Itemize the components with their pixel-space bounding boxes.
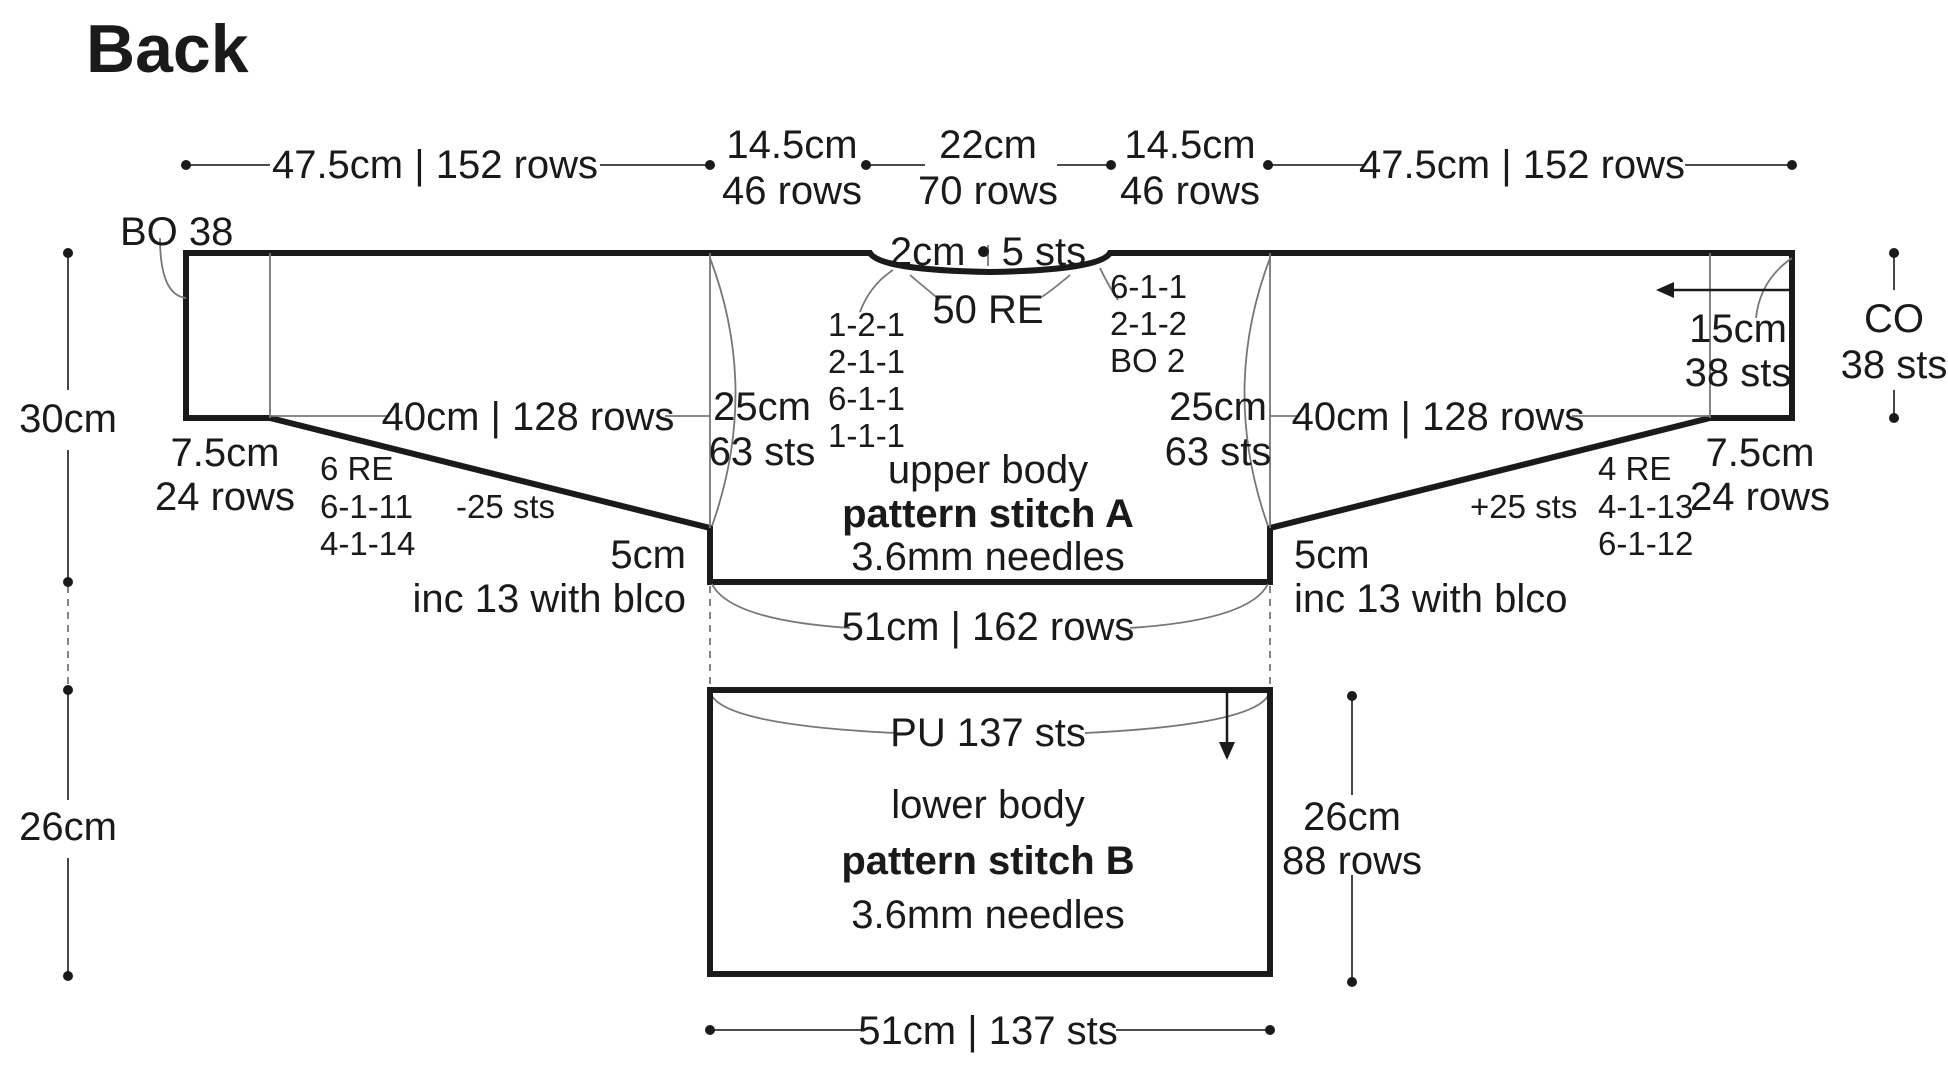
- left-sleeve-shaping-step: 4-1-14: [320, 525, 415, 562]
- right-shoulder-rows-label: 46 rows: [1120, 169, 1260, 213]
- upper-body-outline: [183, 250, 1795, 585]
- upper-body-width-label: 51cm | 162 rows: [842, 605, 1135, 649]
- neck-left-decrease: 6-1-1: [828, 380, 905, 417]
- right-shoulder-cm-label: 14.5cm: [1124, 123, 1255, 167]
- guide-lines: [159, 237, 1793, 734]
- knit-direction-arrow-right: [1656, 282, 1792, 298]
- pick-up-label: PU 137 sts: [890, 711, 1086, 755]
- knit-direction-arrow-down: [1219, 692, 1235, 760]
- right-sleeve-shaping-step: 4 RE: [1598, 450, 1671, 487]
- lower-body-stitch-label: pattern stitch B: [841, 839, 1134, 883]
- lower-body-needles-label: 3.6mm needles: [851, 893, 1124, 937]
- upper-body-right-height-sts: 63 sts: [1165, 430, 1272, 474]
- lower-body-outline: [707, 687, 1273, 977]
- lower-body-height-cm: 26cm: [1303, 795, 1401, 839]
- left-shoulder-cm-label: 14.5cm: [726, 123, 857, 167]
- right-extension-increase-label: inc 13 with blco: [1294, 577, 1567, 621]
- left-extension-increase-label: inc 13 with blco: [413, 577, 686, 621]
- neck-right-decreases: 6-1-1 2-1-2 BO 2: [1110, 268, 1187, 379]
- cast-on-label: CO: [1864, 297, 1924, 341]
- neck-width-rows-label: 70 rows: [918, 169, 1058, 213]
- neck-width-cm-label: 22cm: [939, 123, 1037, 167]
- cast-on-dimension: [1889, 248, 1899, 423]
- lower-body-label: lower body: [891, 783, 1084, 827]
- neck-right-decrease: 6-1-1: [1110, 268, 1187, 305]
- right-sleeve-shaping: 4 RE 4-1-13 6-1-12: [1598, 450, 1693, 562]
- left-sleeve-shaping-step: 6-1-11: [320, 488, 413, 525]
- lower-body-width-label: 51cm | 137 sts: [858, 1009, 1117, 1053]
- left-sleeve-stitch-change: -25 sts: [456, 488, 555, 525]
- left-cuff-cm-label: 7.5cm: [171, 431, 280, 475]
- left-sleeve-bind-off-label: BO 38: [120, 210, 233, 254]
- cast-on-sts-label: 38 sts: [1841, 343, 1948, 387]
- neck-re-label: 50 RE: [932, 288, 1043, 332]
- top-dimension-line: [181, 160, 1797, 170]
- upper-body-left-height-sts: 63 sts: [709, 430, 816, 474]
- lower-body-width-dimension: [705, 1025, 1275, 1035]
- lower-body-height-rows: 88 rows: [1282, 839, 1422, 883]
- neck-left-decrease: 1-2-1: [828, 306, 905, 343]
- right-sleeve-shaping-step: 6-1-12: [1598, 525, 1693, 562]
- neck-left-decrease: 2-1-1: [828, 343, 905, 380]
- right-cuff-height-sts-label: 38 sts: [1685, 351, 1792, 395]
- left-cuff-rows-label: 24 rows: [155, 475, 295, 519]
- right-cuff-rows-label: 24 rows: [1690, 475, 1830, 519]
- upper-body-label: upper body: [888, 448, 1088, 492]
- left-sleeve-shaping: 6 RE 6-1-11 4-1-14: [320, 450, 415, 562]
- right-sleeve-length-label: 47.5cm | 152 rows: [1359, 143, 1685, 187]
- left-sleeve-shaping-step: 6 RE: [320, 450, 393, 487]
- left-shoulder-rows-label: 46 rows: [722, 169, 862, 213]
- diagram-title: Back: [86, 11, 249, 87]
- neck-right-decrease: 2-1-2: [1110, 305, 1187, 342]
- left-extension-cm-label: 5cm: [610, 533, 686, 577]
- upper-body-stitch-label: pattern stitch A: [842, 492, 1134, 536]
- right-cuff-height-cm-label: 15cm: [1689, 307, 1787, 351]
- neck-left-decrease: 1-1-1: [828, 417, 905, 454]
- upper-body-needles-label: 3.6mm needles: [851, 535, 1124, 579]
- neck-left-decreases: 1-2-1 2-1-1 6-1-1 1-1-1: [828, 306, 905, 454]
- left-sleeve-length-inner-label: 40cm | 128 rows: [382, 395, 675, 439]
- upper-height-label: 30cm: [19, 397, 117, 441]
- left-side-dimension: [63, 248, 73, 981]
- right-cuff-cm-label: 7.5cm: [1706, 431, 1815, 475]
- upper-body-left-height-cm: 25cm: [713, 385, 811, 429]
- neck-depth-label: 2cm • 5 sts: [890, 230, 1086, 274]
- right-sleeve-length-inner-label: 40cm | 128 rows: [1292, 395, 1585, 439]
- lower-body-height-dimension: [1347, 691, 1357, 987]
- lower-height-label: 26cm: [19, 805, 117, 849]
- right-sleeve-stitch-change: +25 sts: [1470, 488, 1577, 525]
- neck-right-decrease: BO 2: [1110, 342, 1185, 379]
- upper-body-right-height-cm: 25cm: [1169, 385, 1267, 429]
- right-extension-cm-label: 5cm: [1294, 533, 1370, 577]
- right-sleeve-shaping-step: 4-1-13: [1598, 488, 1693, 525]
- left-sleeve-length-label: 47.5cm | 152 rows: [272, 143, 598, 187]
- dashed-connectors: [709, 586, 1271, 690]
